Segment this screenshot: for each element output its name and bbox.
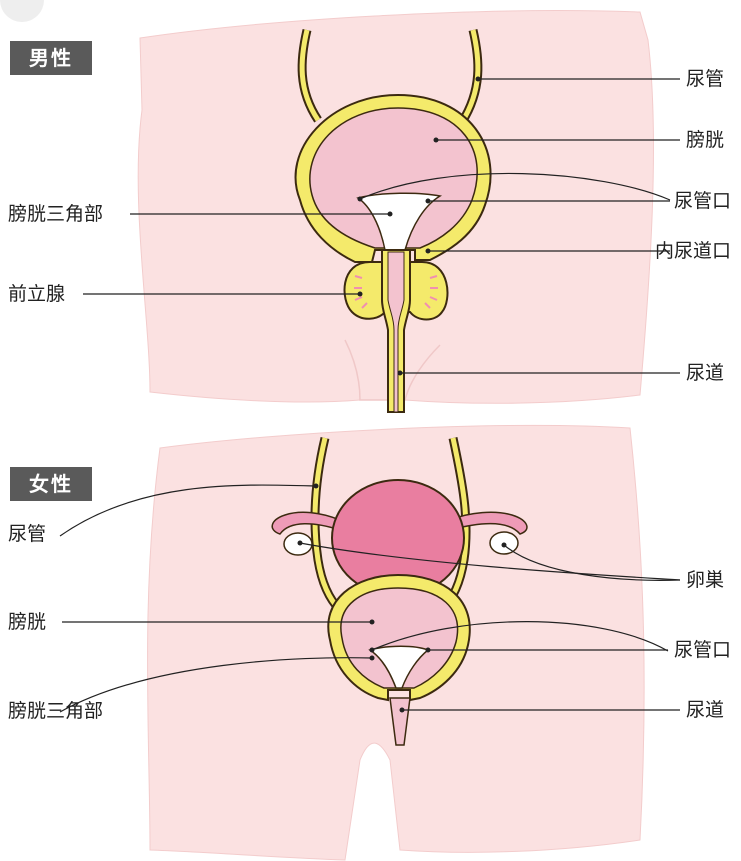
male-label-trigone: 膀胱三角部 bbox=[8, 203, 103, 225]
male-label-internal-urethral-orifice: 内尿道口 bbox=[655, 240, 731, 262]
female-label-urethra: 尿道 bbox=[686, 699, 724, 721]
male-label-prostate: 前立腺 bbox=[8, 283, 65, 305]
female-label-ovary: 卵巣 bbox=[686, 569, 724, 591]
female-label-ureter: 尿管 bbox=[8, 523, 46, 545]
female-section-tag: 女性 bbox=[10, 467, 92, 501]
male-label-ureter: 尿管 bbox=[686, 68, 724, 90]
male-label-ureteral-orifice: 尿管口 bbox=[674, 190, 731, 212]
male-label-urethra: 尿道 bbox=[686, 362, 724, 384]
female-label-bladder: 膀胱 bbox=[8, 611, 46, 633]
female-label-ureteral-orifice: 尿管口 bbox=[674, 639, 731, 661]
male-label-bladder: 膀胱 bbox=[686, 129, 724, 151]
female-label-trigone: 膀胱三角部 bbox=[8, 700, 103, 722]
male-section-tag: 男性 bbox=[10, 41, 92, 75]
corner-circle-decoration bbox=[0, 0, 44, 22]
